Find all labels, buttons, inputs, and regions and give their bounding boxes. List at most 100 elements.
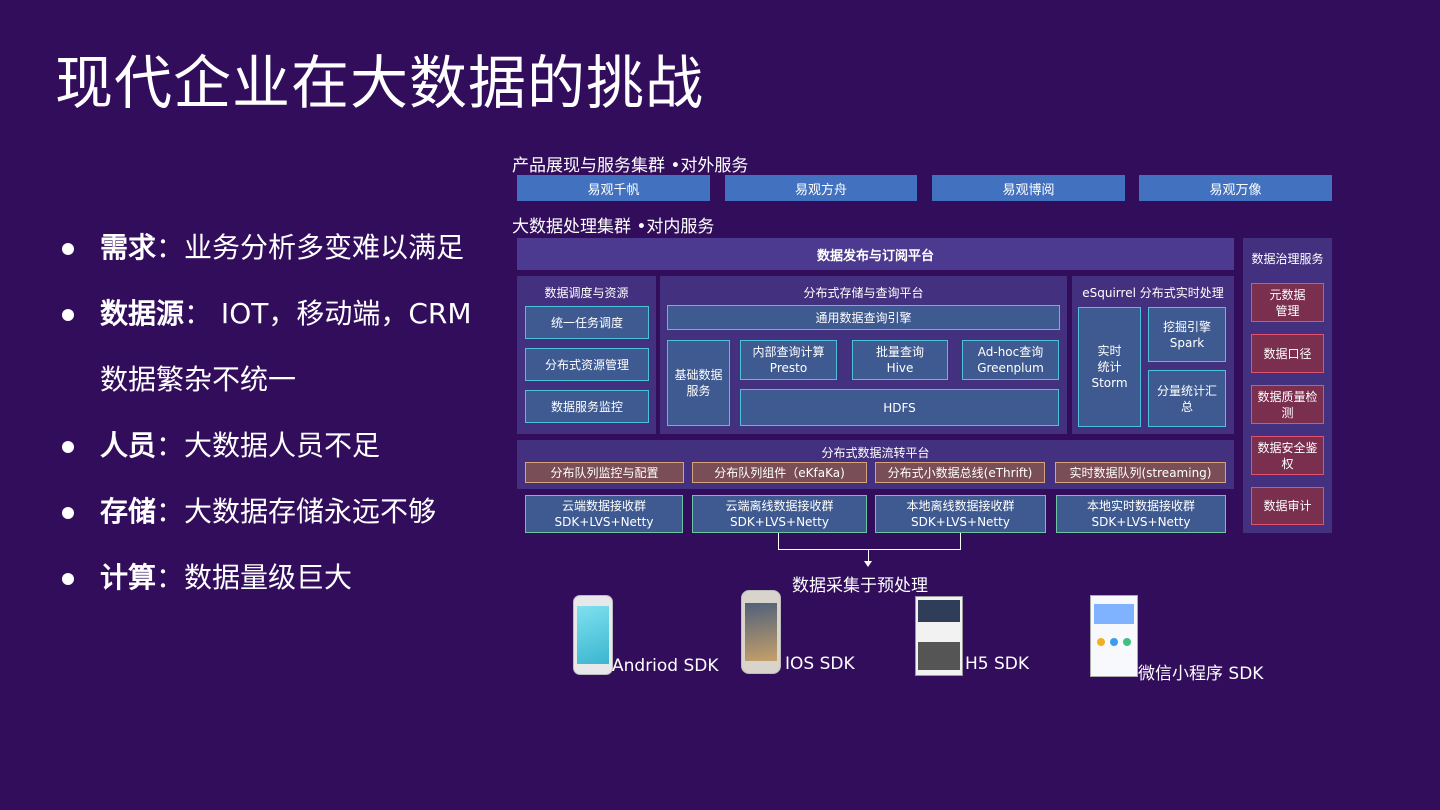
- bullet-sep: ：: [184, 297, 213, 330]
- iphone-icon: [741, 590, 781, 674]
- collect-label: 数据采集于预处理: [792, 576, 928, 596]
- product-box: 易观千帆: [517, 175, 710, 201]
- publish-platform: 数据发布与订阅平台: [517, 238, 1234, 270]
- arrow-down-icon: [864, 561, 872, 567]
- bullet-text: IOT，移动端，CRM数据繁杂不统一: [100, 297, 472, 396]
- governance-item: 数据安全鉴 权: [1251, 436, 1324, 475]
- receiver-name: 本地离线数据接收群: [906, 499, 1015, 513]
- product-box: 易观万像: [1139, 175, 1332, 201]
- miniprogram-icon: [1090, 595, 1138, 677]
- governance-line: 数据质量检: [1257, 389, 1318, 404]
- hive-name: Hive: [886, 361, 914, 375]
- android-phone-icon: [573, 595, 613, 675]
- governance-line: 测: [1281, 405, 1294, 420]
- aggregate-line: 总: [1180, 399, 1193, 414]
- product-box: 易观博阅: [932, 175, 1125, 201]
- spark-label: 挖掘引擎: [1162, 319, 1211, 334]
- receiver-stack: SDK+LVS+Netty: [1091, 515, 1191, 529]
- bullet-compute: 计算：数据量级巨大: [60, 545, 480, 611]
- governance-item: 数据口径: [1251, 334, 1324, 373]
- bullet-sep: ：: [156, 495, 185, 528]
- bullet-sep: ：: [156, 231, 185, 264]
- scheduling-item: 数据服务监控: [525, 390, 649, 423]
- bullet-label: 数据源: [100, 297, 185, 330]
- page-title: 现代企业在大数据的挑战: [55, 49, 705, 117]
- hive-label: 批量查询: [875, 345, 924, 359]
- flow-item: 分布队列监控与配置: [525, 462, 684, 483]
- spark-name: Spark: [1169, 335, 1205, 350]
- governance-line: 权: [1281, 456, 1294, 471]
- storage-title: 分布式存储与查询平台: [803, 286, 924, 300]
- connector-line: [778, 533, 779, 550]
- sdk-label-miniprogram: 微信小程序 SDK: [1138, 664, 1264, 684]
- presto-box: 内部查询计算 Presto: [740, 340, 837, 380]
- bullet-label: 需求: [100, 231, 157, 264]
- storm-line: 实时: [1097, 344, 1122, 358]
- hive-box: 批量查询 Hive: [852, 340, 948, 380]
- product-box: 易观方舟: [725, 175, 917, 201]
- scheduling-item: 统一任务调度: [525, 306, 649, 339]
- query-engine: 通用数据查询引擎: [667, 305, 1060, 330]
- storm-name: Storm: [1091, 376, 1128, 390]
- bullet-text: 大数据存储永远不够: [184, 495, 437, 528]
- flow-item: 实时数据队列(streaming): [1055, 462, 1226, 483]
- bullet-label: 人员: [100, 429, 157, 462]
- bullet-text: 大数据人员不足: [184, 429, 381, 462]
- greenplum-box: Ad-hoc查询 Greenplum: [962, 340, 1059, 380]
- base-data-service: 基础数据服务: [667, 340, 730, 426]
- greenplum-name: Greenplum: [977, 361, 1044, 375]
- scheduling-title: 数据调度与资源: [544, 286, 629, 300]
- receiver-name: 本地实时数据接收群: [1086, 499, 1195, 513]
- connector-line: [778, 549, 961, 550]
- governance-title: 数据治理服务: [1251, 252, 1324, 266]
- bullet-text: 业务分析多变难以满足: [184, 231, 465, 264]
- flow-item: 分布式小数据总线(eThrift): [875, 462, 1045, 483]
- bullet-label: 计算: [100, 561, 157, 594]
- bullet-staff: 人员：大数据人员不足: [60, 413, 480, 479]
- sdk-label-h5: H5 SDK: [965, 654, 1030, 674]
- bigdata-cluster-label: 大数据处理集群 •对内服务: [512, 217, 715, 237]
- bullet-label: 存储: [100, 495, 157, 528]
- aggregate-box: 分量统计汇 总: [1148, 370, 1226, 427]
- presto-label: 内部查询计算: [752, 345, 825, 359]
- receiver-name: 云端离线数据接收群: [725, 499, 834, 513]
- connector-line: [960, 533, 961, 550]
- bullet-sep: ：: [156, 561, 185, 594]
- receiver-box: 本地实时数据接收群 SDK+LVS+Netty: [1056, 495, 1226, 533]
- flow-title: 分布式数据流转平台: [821, 446, 930, 460]
- bullet-source: 数据源： IOT，移动端，CRM数据繁杂不统一: [60, 281, 480, 413]
- hdfs-box: HDFS: [740, 389, 1059, 426]
- realtime-title: eSquirrel 分布式实时处理: [1082, 286, 1224, 300]
- governance-item: 元数据 管理: [1251, 283, 1324, 322]
- sdk-label-android: Andriod SDK: [612, 656, 719, 676]
- governance-item: 数据质量检 测: [1251, 385, 1324, 424]
- product-cluster-label: 产品展现与服务集群 •对外服务: [512, 156, 749, 176]
- governance-line: 元数据: [1269, 287, 1306, 302]
- bullet-demand: 需求：业务分析多变难以满足: [60, 215, 480, 281]
- receiver-stack: SDK+LVS+Netty: [730, 515, 829, 529]
- receiver-stack: SDK+LVS+Netty: [911, 515, 1010, 529]
- receiver-box: 本地离线数据接收群 SDK+LVS+Netty: [875, 495, 1046, 533]
- aggregate-line: 分量统计汇: [1156, 383, 1217, 398]
- flow-item: 分布队列组件（eKfaKa): [692, 462, 867, 483]
- bullet-text: 数据量级巨大: [184, 561, 353, 594]
- receiver-box: 云端离线数据接收群 SDK+LVS+Netty: [692, 495, 867, 533]
- bullet-sep: ：: [156, 429, 185, 462]
- governance-line: 管理: [1275, 303, 1300, 318]
- governance-line: 数据安全鉴: [1257, 440, 1318, 455]
- presto-name: Presto: [769, 361, 808, 375]
- spark-box: 挖掘引擎 Spark: [1148, 307, 1226, 362]
- sdk-label-ios: IOS SDK: [785, 654, 855, 674]
- challenge-list: 需求：业务分析多变难以满足 数据源： IOT，移动端，CRM数据繁杂不统一 人员…: [60, 215, 480, 611]
- receiver-box: 云端数据接收群 SDK+LVS+Netty: [525, 495, 683, 533]
- receiver-stack: SDK+LVS+Netty: [554, 515, 654, 529]
- greenplum-label: Ad-hoc查询: [977, 345, 1044, 359]
- governance-item: 数据审计: [1251, 487, 1324, 525]
- scheduling-item: 分布式资源管理: [525, 348, 649, 381]
- storm-line: 统计: [1097, 360, 1122, 374]
- storm-box: 实时 统计 Storm: [1078, 307, 1141, 427]
- h5-page-icon: [915, 596, 963, 676]
- bullet-storage: 存储：大数据存储永远不够: [60, 479, 480, 545]
- connector-line: [868, 549, 869, 564]
- receiver-name: 云端数据接收群: [561, 499, 646, 513]
